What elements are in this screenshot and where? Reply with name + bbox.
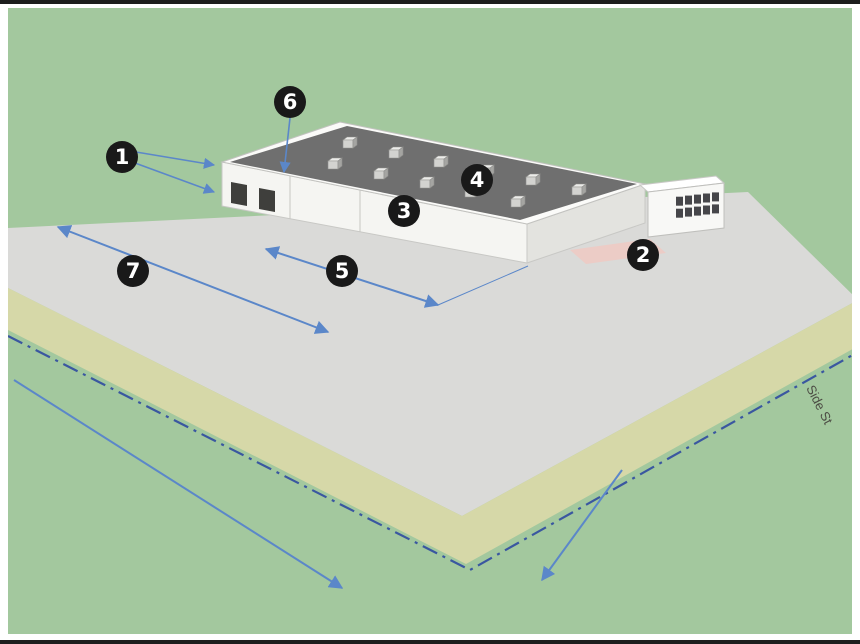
rooftop-unit-front bbox=[373, 170, 385, 180]
entry-window bbox=[703, 205, 710, 215]
callout-number: 4 bbox=[470, 168, 485, 192]
callout-circle bbox=[461, 164, 493, 196]
callout-badge-6: 6 bbox=[274, 86, 306, 118]
callout-6-leader bbox=[279, 117, 291, 174]
rooftop-unit-front bbox=[388, 149, 400, 159]
callout-number: 5 bbox=[335, 259, 350, 283]
callout-number: 7 bbox=[126, 259, 141, 283]
rooftop-unit-side bbox=[429, 176, 435, 189]
callout-badge-4: 4 bbox=[461, 164, 493, 196]
callout-badge-5: 5 bbox=[326, 255, 358, 287]
property-line bbox=[8, 335, 852, 572]
entry-window bbox=[676, 196, 683, 206]
callout-1-leader-b bbox=[134, 162, 216, 194]
street-arrow-right bbox=[541, 469, 623, 582]
building-roof bbox=[230, 126, 637, 220]
rooftop-unit-front bbox=[342, 139, 354, 149]
rooftop-unit-side bbox=[337, 157, 343, 170]
rooftop-unit-front bbox=[525, 176, 537, 186]
rooftop-unit-side bbox=[383, 167, 389, 180]
rooftop-unit-side bbox=[520, 195, 526, 208]
entry-window bbox=[712, 204, 719, 214]
entry-window bbox=[685, 195, 692, 205]
entry-windows bbox=[676, 192, 719, 218]
rooftop-unit-side bbox=[398, 146, 404, 159]
top-border bbox=[0, 0, 860, 4]
entry-window bbox=[694, 206, 701, 216]
rooftop-unit-front bbox=[433, 158, 445, 168]
rooftop-unit bbox=[510, 195, 526, 208]
callout-circle bbox=[117, 255, 149, 287]
callout-number: 1 bbox=[115, 145, 130, 169]
street-arrow-left bbox=[13, 379, 344, 589]
rooftop-unit-side bbox=[535, 173, 541, 186]
callout-badge-2: 2 bbox=[627, 239, 659, 271]
callout-badge-7: 7 bbox=[117, 255, 149, 287]
callout-circle bbox=[388, 195, 420, 227]
callout-badge-3: 3 bbox=[388, 195, 420, 227]
rooftop-unit bbox=[419, 176, 435, 189]
loading-door bbox=[259, 188, 275, 212]
callout-number: 6 bbox=[283, 90, 298, 114]
rooftop-unit-front bbox=[571, 186, 583, 196]
entry-window bbox=[685, 207, 692, 217]
rooftop-unit-side bbox=[443, 155, 449, 168]
rooftop-unit-front bbox=[327, 160, 339, 170]
rooftop-unit bbox=[327, 157, 343, 170]
callout-1-leader-a bbox=[135, 151, 216, 169]
rooftop-unit-side bbox=[352, 136, 358, 149]
rooftop-unit-front bbox=[510, 198, 522, 208]
callout-circle bbox=[627, 239, 659, 271]
rooftop-unit-side bbox=[581, 183, 587, 196]
dimension-extension-5 bbox=[437, 265, 529, 306]
callout-number: 2 bbox=[636, 243, 651, 267]
rooftop-unit bbox=[342, 136, 358, 149]
loading-door bbox=[231, 182, 247, 206]
entry-window bbox=[712, 192, 719, 202]
entry-window bbox=[694, 194, 701, 204]
entry-window bbox=[703, 193, 710, 203]
bottom-border bbox=[0, 640, 860, 644]
callout-number: 3 bbox=[397, 199, 412, 223]
callout-circle bbox=[274, 86, 306, 118]
entry-window bbox=[676, 208, 683, 218]
callout-circle bbox=[106, 141, 138, 173]
dimension-line-7 bbox=[56, 225, 330, 334]
rooftop-unit bbox=[388, 146, 404, 159]
rooftop-unit bbox=[571, 183, 587, 196]
callout-circle bbox=[326, 255, 358, 287]
rooftop-unit bbox=[525, 173, 541, 186]
rooftop-unit bbox=[373, 167, 389, 180]
landscape-buffer bbox=[8, 288, 852, 564]
callout-badge-1: 1 bbox=[106, 141, 138, 173]
rooftop-unit-front bbox=[419, 179, 431, 189]
rooftop-unit bbox=[433, 155, 449, 168]
